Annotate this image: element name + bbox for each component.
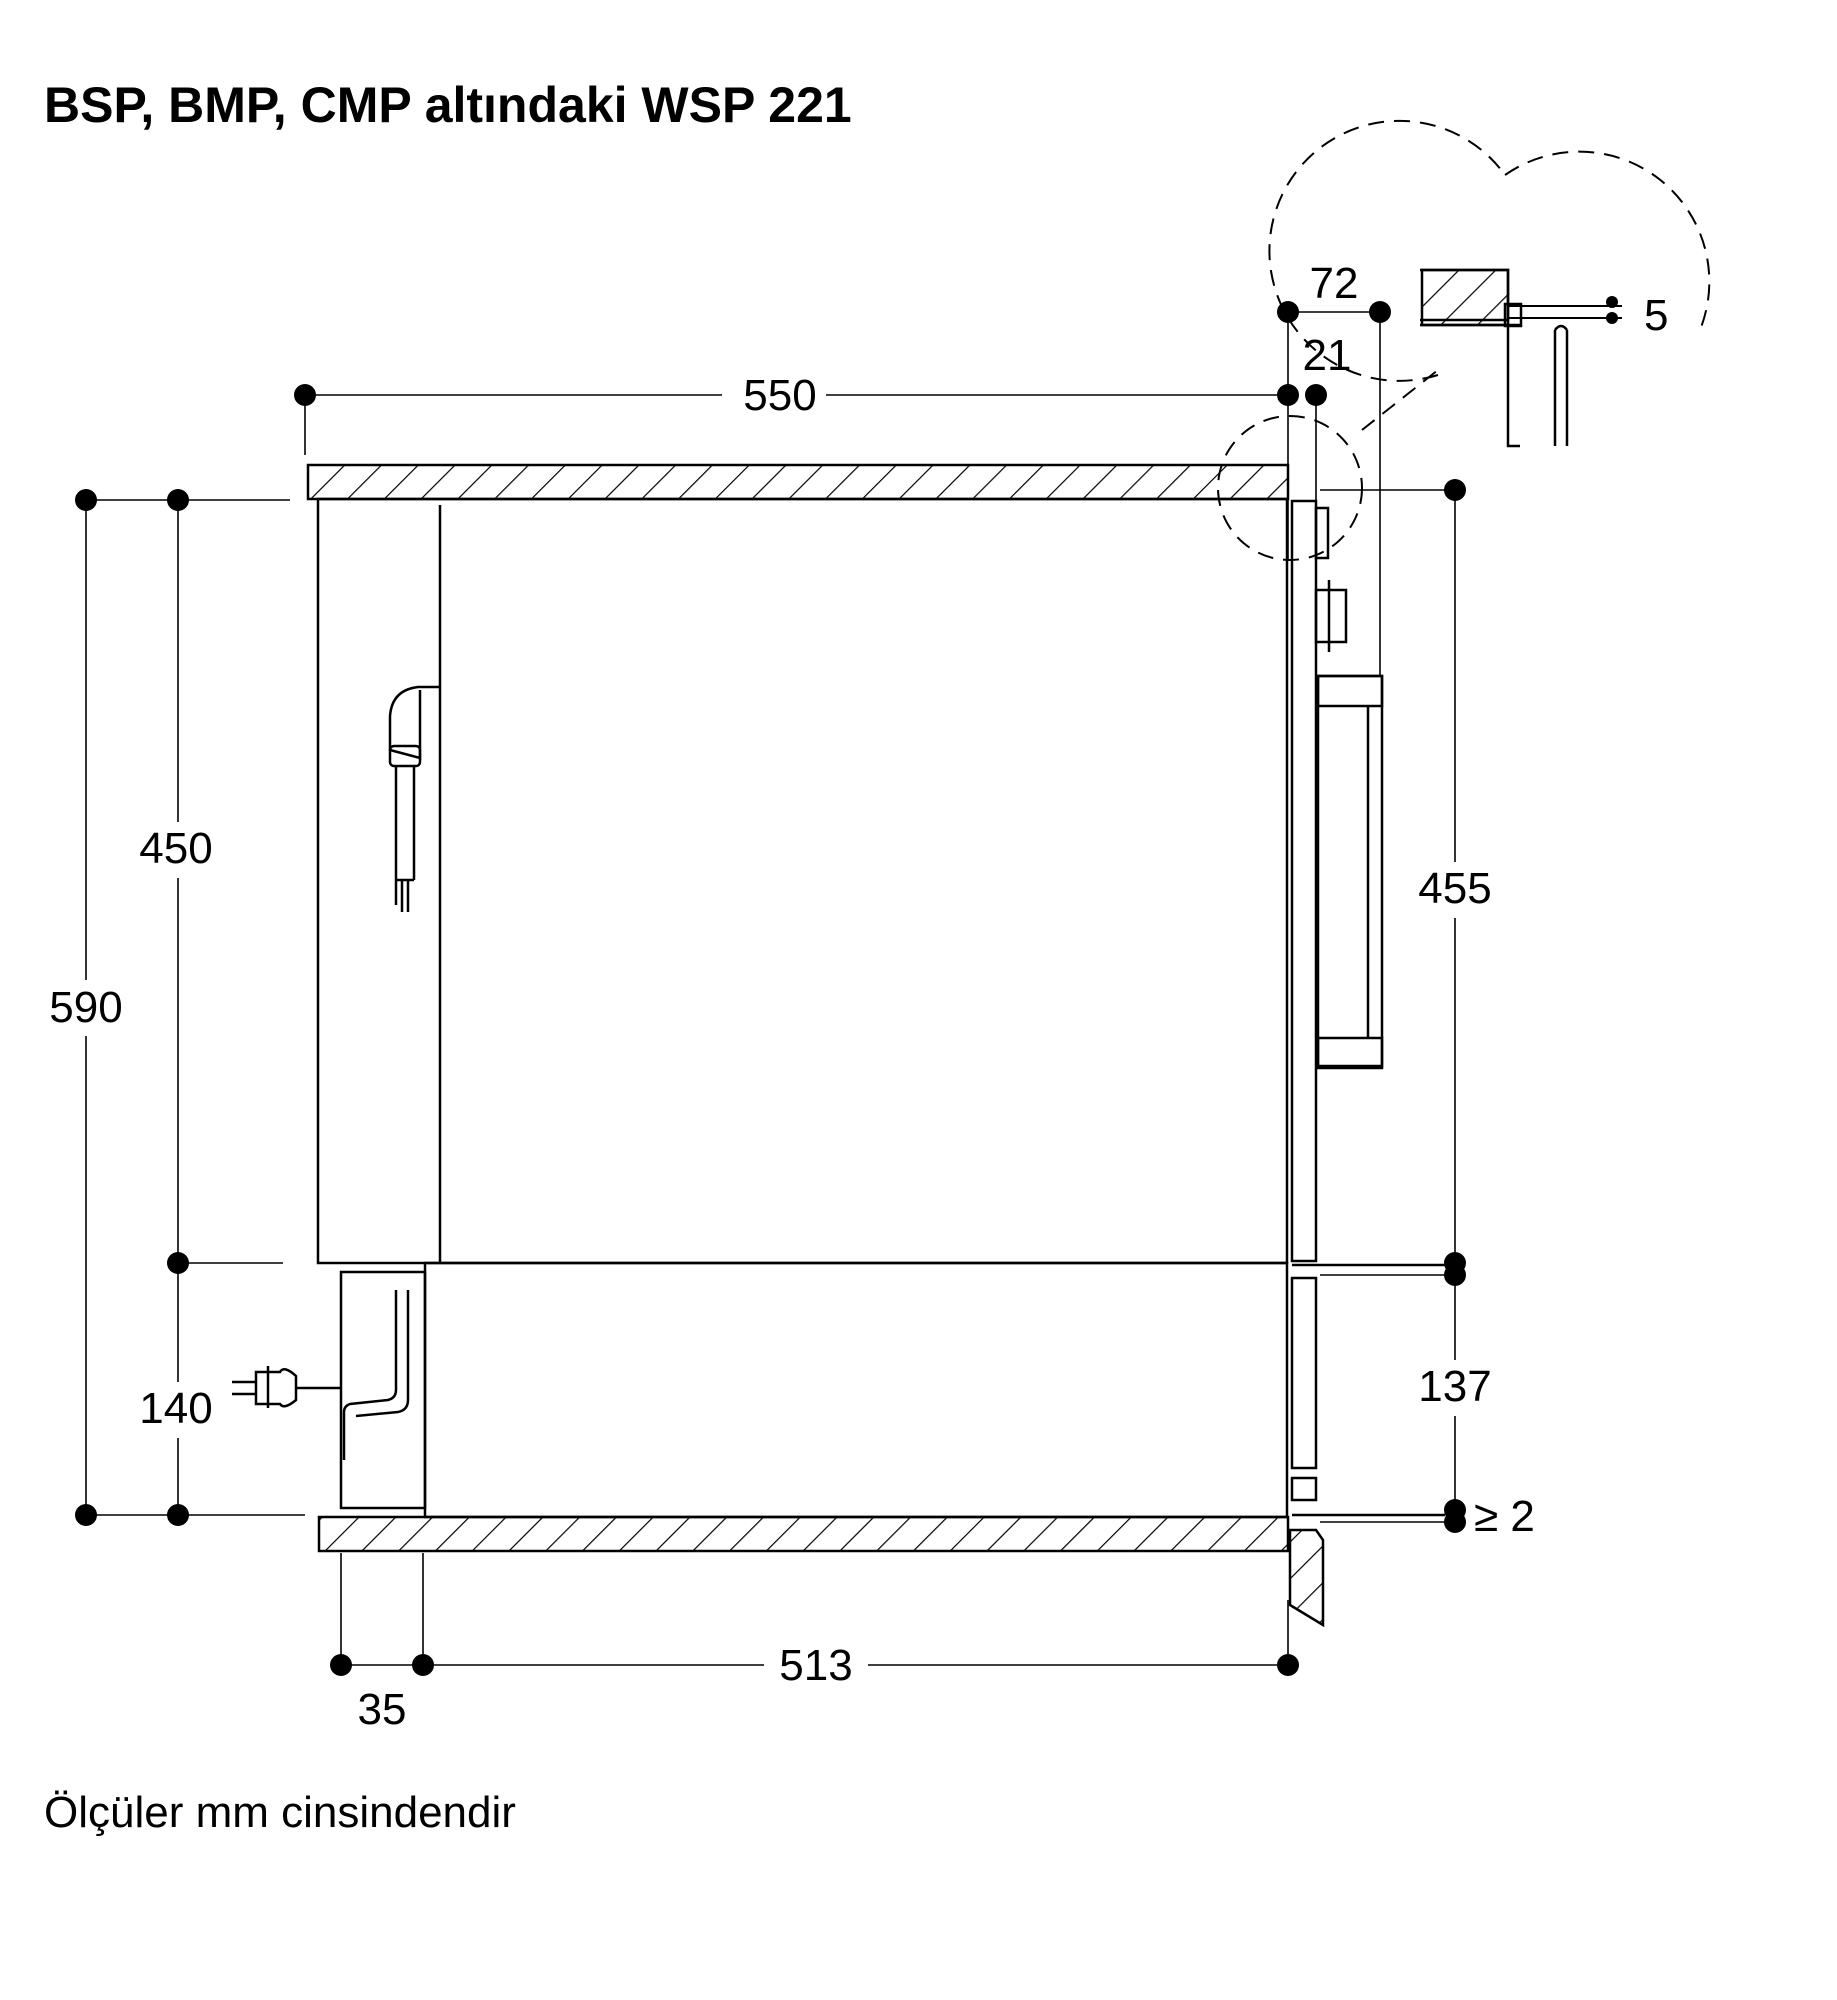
dim-550: 550 [743, 371, 816, 420]
upper-appliance [316, 497, 1289, 1265]
dim-72: 72 [1310, 259, 1359, 308]
dim-21: 21 [1303, 331, 1352, 380]
dim-ge-2: ≥ 2 [1474, 1492, 1535, 1541]
upper-appliance-door [1290, 499, 1384, 1263]
warming-drawer [339, 1261, 1445, 1519]
dim-140: 140 [139, 1384, 212, 1433]
water-hose-icon [388, 685, 440, 912]
units-note: Ölçüler mm cinsindendir [44, 1788, 516, 1837]
dim-455: 455 [1418, 864, 1491, 913]
dim-450: 450 [139, 824, 212, 873]
dim-590: 590 [49, 983, 122, 1032]
top-panel [306, 463, 1290, 501]
bottom-panel [317, 1515, 1290, 1553]
dimension-lines [85, 311, 1456, 1666]
dimension-dots [75, 301, 1466, 1676]
detail-marker-circle [1217, 369, 1439, 561]
drawing-title: BSP, BMP, CMP altındaki WSP 221 [44, 77, 852, 133]
power-plug-icon [232, 1366, 341, 1408]
dim-513: 513 [779, 1641, 852, 1690]
dim-137: 137 [1418, 1362, 1491, 1411]
dim-35: 35 [358, 1685, 407, 1734]
detail-callout [1268, 119, 1711, 448]
dim-5: 5 [1644, 291, 1668, 340]
floor-profile [1288, 1528, 1325, 1628]
